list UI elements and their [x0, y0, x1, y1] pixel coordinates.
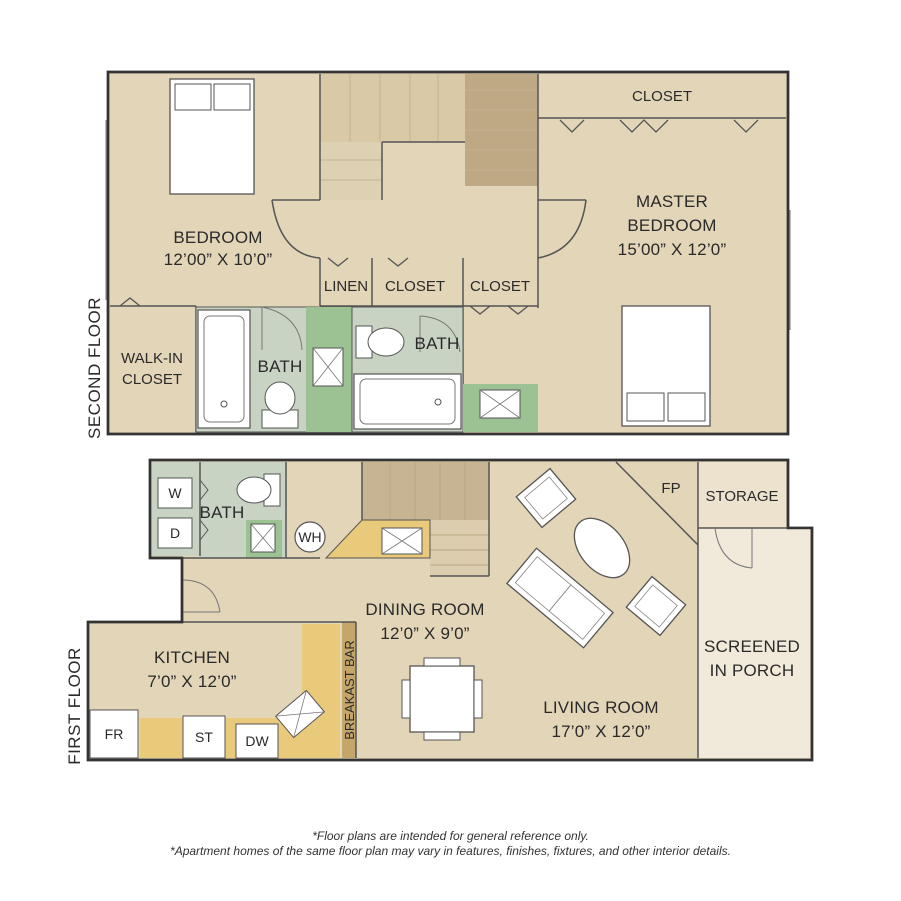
upper-stairs — [320, 74, 538, 200]
living-room-size: 17’0” X 12’0” — [552, 722, 651, 741]
storage-label: STORAGE — [705, 488, 778, 505]
lower-stairs — [361, 462, 490, 577]
walk-in-closet-label-1: WALK-IN — [121, 350, 183, 367]
closet-top-label: CLOSET — [632, 88, 692, 105]
disclaimer-line-2: *Apartment homes of the same floor plan … — [170, 844, 731, 858]
closet-mid-label: CLOSET — [385, 278, 445, 295]
master-bedroom-size: 15’00” X 12’0” — [618, 240, 727, 259]
dishwasher-label: DW — [245, 733, 269, 749]
fp-label: FP — [661, 480, 680, 497]
screened-porch-label-1: SCREENED — [704, 637, 800, 656]
bed-master — [621, 305, 711, 427]
water-heater-icon — [294, 521, 326, 553]
bath-upper-right-label: BATH — [415, 334, 460, 353]
bath-upper-right-room — [351, 306, 464, 433]
linen-label: LINEN — [324, 278, 368, 295]
washer-label: W — [168, 485, 182, 501]
bath-upper-left-label: BATH — [258, 357, 303, 376]
bath-lower-label: BATH — [200, 503, 245, 522]
dryer-label: D — [170, 525, 180, 541]
master-bedroom-label-1: MASTER — [636, 192, 708, 211]
dining-room-label: DINING ROOM — [365, 600, 484, 619]
first-floor: W D BATH WH FP STORAGE DINING ROOM 12’0”… — [86, 458, 814, 762]
kitchen-label: KITCHEN — [154, 648, 230, 667]
bed-upper-left — [169, 78, 255, 195]
breakfast-bar-label: BREAKAST BAR — [342, 640, 357, 739]
walk-in-closet-label-2: CLOSET — [122, 371, 182, 388]
bedroom-size: 12’00” X 10’0” — [164, 250, 273, 269]
kitchen-size: 7’0” X 12’0” — [147, 672, 236, 691]
screened-porch-area — [698, 528, 810, 758]
screened-porch-label-2: IN PORCH — [710, 661, 795, 680]
living-room-furniture — [505, 467, 687, 649]
second-floor: BEDROOM 12’00” X 10’0” CLOSET MASTER BED… — [105, 70, 791, 436]
storage-area — [698, 462, 786, 528]
master-shower — [463, 384, 538, 432]
living-room-label: LIVING ROOM — [543, 698, 659, 717]
closet-right-label: CLOSET — [470, 278, 530, 295]
fridge-label: FR — [105, 726, 124, 742]
water-heater-label: WH — [298, 529, 321, 545]
first-floor-label: FIRST FLOOR — [65, 647, 84, 765]
dining-room-size: 12’0” X 9’0” — [380, 624, 469, 643]
bedroom-label: BEDROOM — [173, 228, 262, 247]
stove-label: ST — [195, 729, 213, 745]
master-bedroom-label-2: BEDROOM — [627, 216, 716, 235]
disclaimer-line-1: *Floor plans are intended for general re… — [312, 829, 589, 843]
bath-upper-left-room — [195, 306, 353, 433]
second-floor-label: SECOND FLOOR — [85, 297, 104, 439]
dining-table — [401, 657, 483, 741]
